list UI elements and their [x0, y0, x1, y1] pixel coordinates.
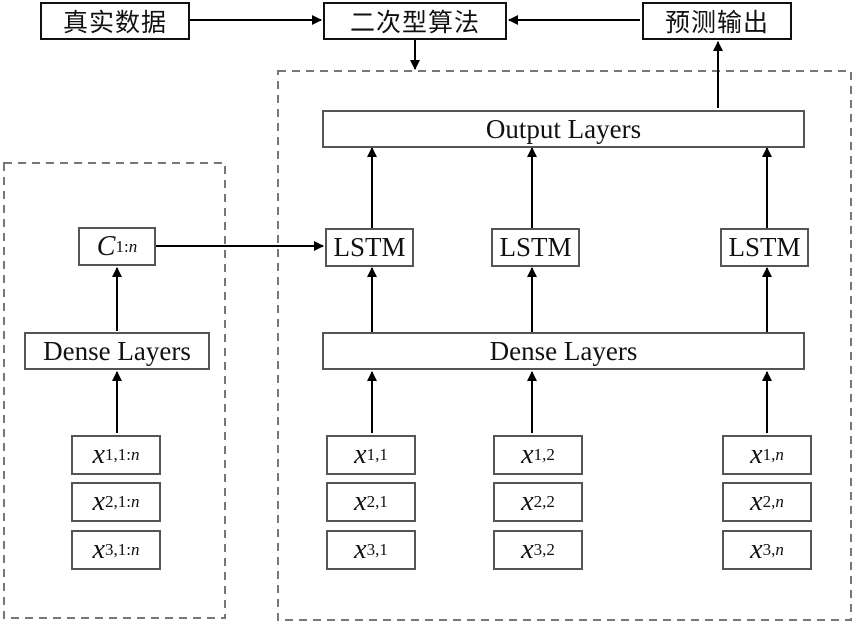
input-sub-n: n — [775, 445, 784, 464]
input-sub-n: n — [775, 492, 784, 511]
input-sub: 2,1: — [104, 492, 131, 511]
input-sub: 2,2 — [533, 492, 555, 511]
input-sub: 3,2 — [533, 540, 555, 559]
quadratic-algorithm-box: 二次型算法 — [323, 2, 507, 40]
input-var: x — [750, 439, 763, 470]
input-var: x — [354, 486, 367, 517]
input-sub: 1,2 — [533, 445, 555, 464]
input-var: x — [92, 486, 105, 517]
input-sub-n: n — [130, 492, 140, 511]
real-data-box: 真实数据 — [40, 2, 190, 40]
input-sub-n: n — [130, 445, 140, 464]
input-sub: 3,1: — [104, 540, 131, 559]
input-sub: 1,1 — [366, 445, 388, 464]
input-sub: 2,1 — [366, 492, 388, 511]
input-sub: 3,1 — [366, 540, 388, 559]
input-var: x — [521, 486, 534, 517]
input-sub: 2, — [762, 492, 776, 511]
context-sub-n: n — [128, 236, 138, 256]
input-sub-n: n — [775, 540, 784, 559]
lstm-box-1: LSTM — [325, 228, 414, 267]
output-layers-box: Output Layers — [322, 110, 805, 148]
right-panel-border — [277, 70, 852, 621]
input-var: x — [750, 486, 763, 517]
lstm-box-2: LSTM — [491, 228, 580, 267]
input-var: x — [354, 534, 367, 565]
context-sub: 1: — [115, 236, 129, 256]
input-var: x — [750, 534, 763, 565]
input-sub: 3, — [762, 540, 776, 559]
input-sub-n: n — [130, 540, 140, 559]
input-var: x — [354, 439, 367, 470]
input-var: x — [521, 439, 534, 470]
predicted-output-box: 预测输出 — [642, 2, 792, 40]
input-var: x — [521, 534, 534, 565]
lstm-box-3: LSTM — [720, 228, 809, 267]
input-sub: 1, — [762, 445, 776, 464]
input-sub: 1,1: — [104, 445, 131, 464]
left-panel-border — [3, 162, 226, 619]
left-dense-layers-box: Dense Layers — [24, 332, 210, 370]
input-var: x — [92, 439, 105, 470]
right-dense-layers-box: Dense Layers — [322, 332, 805, 370]
context-var: C — [96, 230, 116, 262]
input-var: x — [92, 534, 105, 565]
